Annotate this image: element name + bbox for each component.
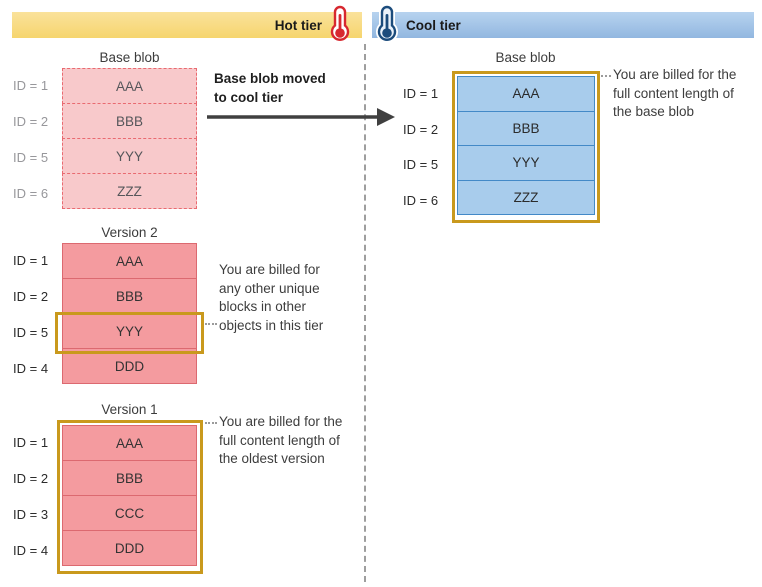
hot-tier-label: Hot tier <box>274 17 322 33</box>
block-label: DDD <box>114 540 145 556</box>
thermometer-hot-icon <box>330 5 350 41</box>
version1-stack: AAA BBB CCC DDD <box>62 425 197 566</box>
cool-base-blob-billed-highlight-box <box>452 71 600 223</box>
row-id-label: ID = 5 <box>13 325 49 340</box>
block-label: AAA <box>512 86 540 102</box>
move-arrow <box>207 108 395 126</box>
cool-base-blob-annotation: You are billed for the full content leng… <box>613 67 737 119</box>
move-note: Base blob moved to cool tier <box>214 71 326 105</box>
version1-title: Version 1 <box>101 402 158 417</box>
hot-base-blob-stack: AAA BBB YYY ZZZ <box>62 68 197 209</box>
block-row: AAA <box>62 425 197 461</box>
version1-annotation-connector <box>205 422 217 424</box>
block-label: ZZZ <box>117 183 142 199</box>
version1-billed-highlight-box <box>57 420 203 574</box>
row-id-label: ID = 6 <box>13 186 49 201</box>
block-row: DDD <box>62 348 197 384</box>
block-row: DDD <box>62 530 197 566</box>
block-row: BBB <box>457 110 595 146</box>
tier-separator-line <box>364 44 366 582</box>
row-id-label: ID = 2 <box>13 289 49 304</box>
block-row: AAA <box>62 68 197 104</box>
block-row: CCC <box>62 495 197 531</box>
block-label: AAA <box>115 78 143 94</box>
row-id-label: ID = 4 <box>13 361 49 376</box>
block-label: YYY <box>512 155 540 171</box>
row-id-label: ID = 2 <box>403 121 439 137</box>
block-label: DDD <box>114 358 145 374</box>
row-id-label: ID = 3 <box>13 507 49 522</box>
row-id-label: ID = 2 <box>13 114 49 129</box>
block-label: BBB <box>512 120 540 136</box>
row-id-label: ID = 1 <box>13 435 49 450</box>
row-id-label: ID = 1 <box>403 86 439 101</box>
row-id-label: ID = 4 <box>13 543 49 558</box>
block-row: AAA <box>62 243 197 279</box>
block-label: BBB <box>115 113 143 129</box>
block-row: ZZZ <box>457 179 595 215</box>
hot-tier-header: Hot tier <box>12 12 362 38</box>
row-id-label: ID = 1 <box>13 253 49 268</box>
cool-tier-label: Cool tier <box>406 17 461 33</box>
block-row: BBB <box>62 278 197 314</box>
version2-annotation-connector <box>205 323 217 325</box>
block-label: BBB <box>115 288 143 304</box>
thermometer-cool-icon <box>376 5 398 43</box>
block-label: YYY <box>115 323 143 339</box>
row-id-label: ID = 5 <box>13 150 49 165</box>
version2-annotation: You are billed for any other unique bloc… <box>219 262 324 333</box>
block-row: YYY <box>62 138 197 174</box>
hot-base-blob-title: Base blob <box>99 50 160 65</box>
block-row: BBB <box>62 460 197 496</box>
block-label: BBB <box>115 470 143 486</box>
row-id-label: ID = 6 <box>403 192 439 208</box>
cool-annotation-connector <box>601 75 611 77</box>
version1-annotation: You are billed for the full content leng… <box>219 414 343 466</box>
hot-base-blob-id-column: ID = 1 ID = 2 ID = 5 ID = 6 <box>13 68 48 212</box>
block-label: YYY <box>115 148 143 164</box>
version1-id-column: ID = 1 ID = 2 ID = 3 ID = 4 <box>13 425 48 569</box>
cool-base-blob-id-column: ID = 1 ID = 2 ID = 5 ID = 6 <box>403 76 438 218</box>
block-label: ZZZ <box>513 189 539 205</box>
row-id-label: ID = 2 <box>13 471 49 486</box>
block-label: AAA <box>115 253 143 269</box>
cool-base-blob-stack: AAA BBB YYY ZZZ <box>457 76 595 215</box>
cool-tier-header: Cool tier <box>372 12 754 38</box>
block-label: CCC <box>114 505 145 521</box>
version2-billed-block-highlight-box <box>55 312 204 354</box>
block-row: YYY <box>457 145 595 181</box>
block-row: ZZZ <box>62 173 197 209</box>
block-row: AAA <box>457 76 595 112</box>
version2-title: Version 2 <box>101 225 158 240</box>
row-id-label: ID = 1 <box>13 78 49 93</box>
block-row: BBB <box>62 103 197 139</box>
row-id-label: ID = 5 <box>403 157 439 172</box>
version2-id-column: ID = 1 ID = 2 ID = 5 ID = 4 <box>13 243 48 387</box>
block-label: AAA <box>115 435 143 451</box>
cool-base-blob-title: Base blob <box>495 50 556 65</box>
